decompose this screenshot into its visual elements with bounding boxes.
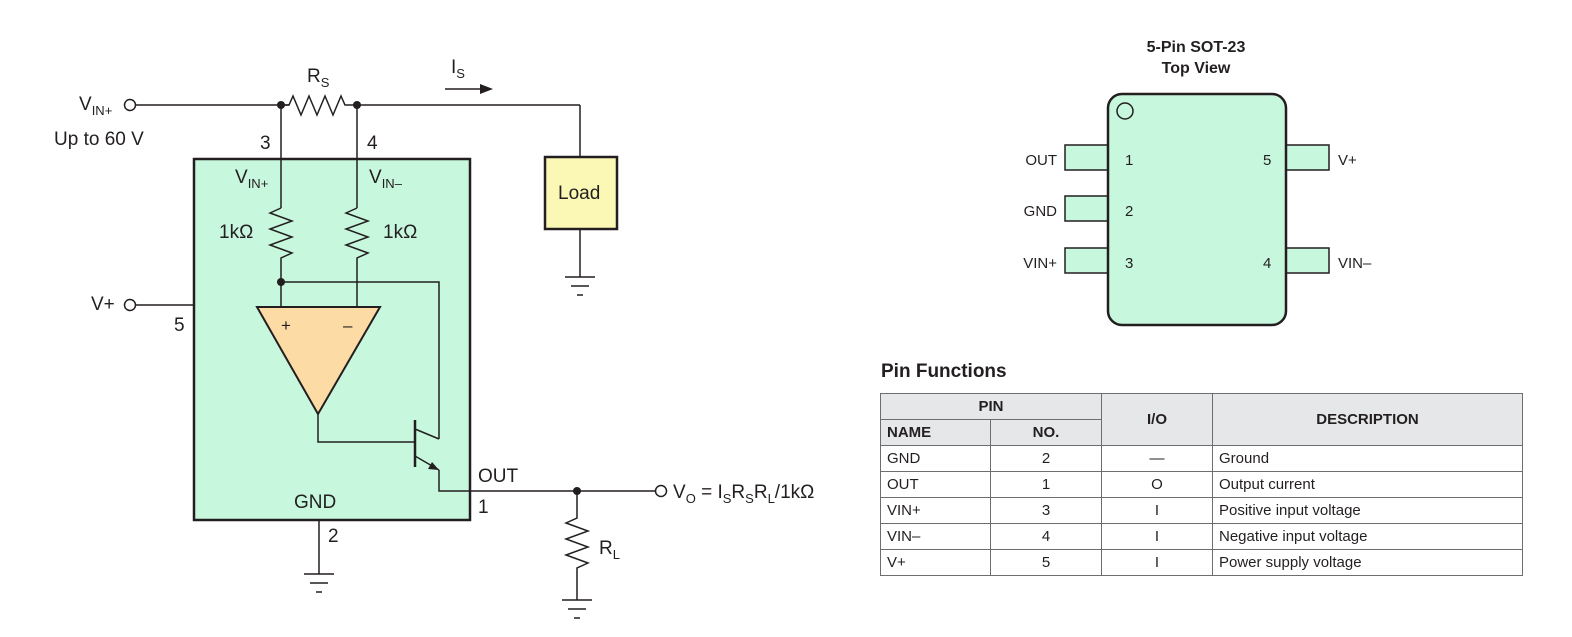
- opamp-plus-label: +: [281, 316, 291, 335]
- cell-io: I: [1101, 523, 1213, 550]
- cell-description: Negative input voltage: [1212, 523, 1523, 550]
- table-row: V+ 5 I Power supply voltage: [880, 549, 1523, 576]
- cell-name: GND: [880, 445, 991, 472]
- inner-vin-minus-label: VIN–: [369, 167, 403, 191]
- ground-symbol: [565, 276, 595, 296]
- vo-equation: VO = ISRSRL/1kΩ: [673, 482, 814, 506]
- cell-io: —: [1101, 445, 1213, 472]
- pin-3-label: 3: [260, 133, 271, 154]
- vin-plus-label: VIN+: [79, 94, 112, 118]
- cell-name: VIN+: [880, 497, 991, 524]
- table-row: OUT 1 O Output current: [880, 471, 1523, 498]
- wire-opamp-to-base: [317, 414, 415, 443]
- cell-description: Output current: [1212, 471, 1523, 498]
- cell-no: 1: [990, 471, 1102, 498]
- table-row: VIN– 4 I Negative input voltage: [880, 523, 1523, 550]
- shunt-resistor-rs: [281, 94, 357, 117]
- pkg-pin-no-5: 5: [1263, 152, 1271, 169]
- pin-5-label: 5: [174, 315, 185, 336]
- header-pin: PIN: [880, 393, 1102, 420]
- supply-note: Up to 60 V: [54, 129, 144, 150]
- pkg-pin-no-4: 4: [1263, 255, 1271, 272]
- opamp-minus-label: –: [343, 316, 353, 335]
- r2-label: 1kΩ: [383, 222, 417, 243]
- vo-terminal: [654, 484, 668, 498]
- cell-io: I: [1101, 497, 1213, 524]
- transistor-collector: [414, 428, 440, 440]
- pin-pad-5: [1285, 144, 1330, 171]
- cell-name: VIN–: [880, 523, 991, 550]
- pkg-pin-name-gnd: GND: [1024, 203, 1058, 220]
- pin-functions-heading: Pin Functions: [881, 361, 1007, 382]
- cell-io: O: [1101, 471, 1213, 498]
- rs-label: RS: [307, 66, 330, 90]
- table-row: VIN+ 3 I Positive input voltage: [880, 497, 1523, 524]
- pin-functions-table: PIN I/O DESCRIPTION NAME NO. GND 2 — Gro…: [880, 393, 1523, 576]
- vin-plus-terminal: [123, 98, 137, 112]
- gnd-label: GND: [294, 492, 336, 513]
- out-label: OUT: [478, 466, 519, 487]
- is-label: IS: [451, 57, 465, 81]
- pkg-pin-no-3: 3: [1125, 255, 1133, 272]
- transistor-emitter-arrow: [428, 462, 439, 470]
- cell-description: Power supply voltage: [1212, 549, 1523, 576]
- pkg-pin-no-2: 2: [1125, 203, 1133, 220]
- header-name: NAME: [880, 419, 991, 446]
- package-body: [1106, 92, 1288, 327]
- pin-2-label: 2: [328, 526, 339, 547]
- pin-1-label: 1: [478, 497, 489, 518]
- load-label: Load: [558, 183, 600, 204]
- header-description: DESCRIPTION: [1212, 393, 1523, 446]
- pin-pad-3: [1064, 247, 1109, 274]
- cell-no: 3: [990, 497, 1102, 524]
- resistor-1k-right: [343, 207, 371, 307]
- pkg-pin-name-vplus: V+: [1338, 152, 1357, 169]
- header-io: I/O: [1101, 393, 1213, 446]
- wire-feedback: [281, 281, 440, 439]
- pkg-pin-no-1: 1: [1125, 152, 1133, 169]
- pkg-pin-name-vin-plus: VIN+: [1023, 255, 1057, 272]
- header-no: NO.: [990, 419, 1102, 446]
- cell-name: OUT: [880, 471, 991, 498]
- pin1-marker: [1116, 102, 1134, 120]
- pin-4-label: 4: [367, 133, 378, 154]
- cell-io: I: [1101, 549, 1213, 576]
- pin-pad-2: [1064, 195, 1109, 222]
- ground-symbol: [562, 599, 592, 619]
- vplus-label: V+: [91, 294, 115, 315]
- current-arrow-head: [480, 84, 493, 94]
- load-box: [543, 155, 619, 231]
- wire-emitter-out: [438, 470, 656, 492]
- resistor-rl: [563, 491, 591, 600]
- package-title-line1: 5-Pin SOT-23: [1146, 39, 1246, 56]
- rl-label: RL: [599, 538, 620, 562]
- ground-symbol: [304, 573, 334, 593]
- pkg-pin-name-out: OUT: [1025, 152, 1057, 169]
- cell-no: 4: [990, 523, 1102, 550]
- package-title-line2: Top View: [1161, 60, 1231, 77]
- inner-vin-plus-label: VIN+: [235, 167, 268, 191]
- package-sot23: OUT 1 GND 2 VIN+ 3 V+ 5 VIN– 4: [1023, 92, 1372, 327]
- r1-label: 1kΩ: [219, 222, 253, 243]
- cell-description: Positive input voltage: [1212, 497, 1523, 524]
- cell-no: 2: [990, 445, 1102, 472]
- pin-pad-1: [1064, 144, 1109, 171]
- vplus-terminal: [123, 298, 137, 312]
- resistor-1k-left: [267, 207, 295, 282]
- pkg-pin-name-vin-minus: VIN–: [1338, 255, 1372, 272]
- pin-pad-4: [1285, 247, 1330, 274]
- cell-no: 5: [990, 549, 1102, 576]
- table-row: GND 2 — Ground: [880, 445, 1523, 472]
- cell-description: Ground: [1212, 445, 1523, 472]
- op-amp: [255, 306, 382, 417]
- cell-name: V+: [880, 549, 991, 576]
